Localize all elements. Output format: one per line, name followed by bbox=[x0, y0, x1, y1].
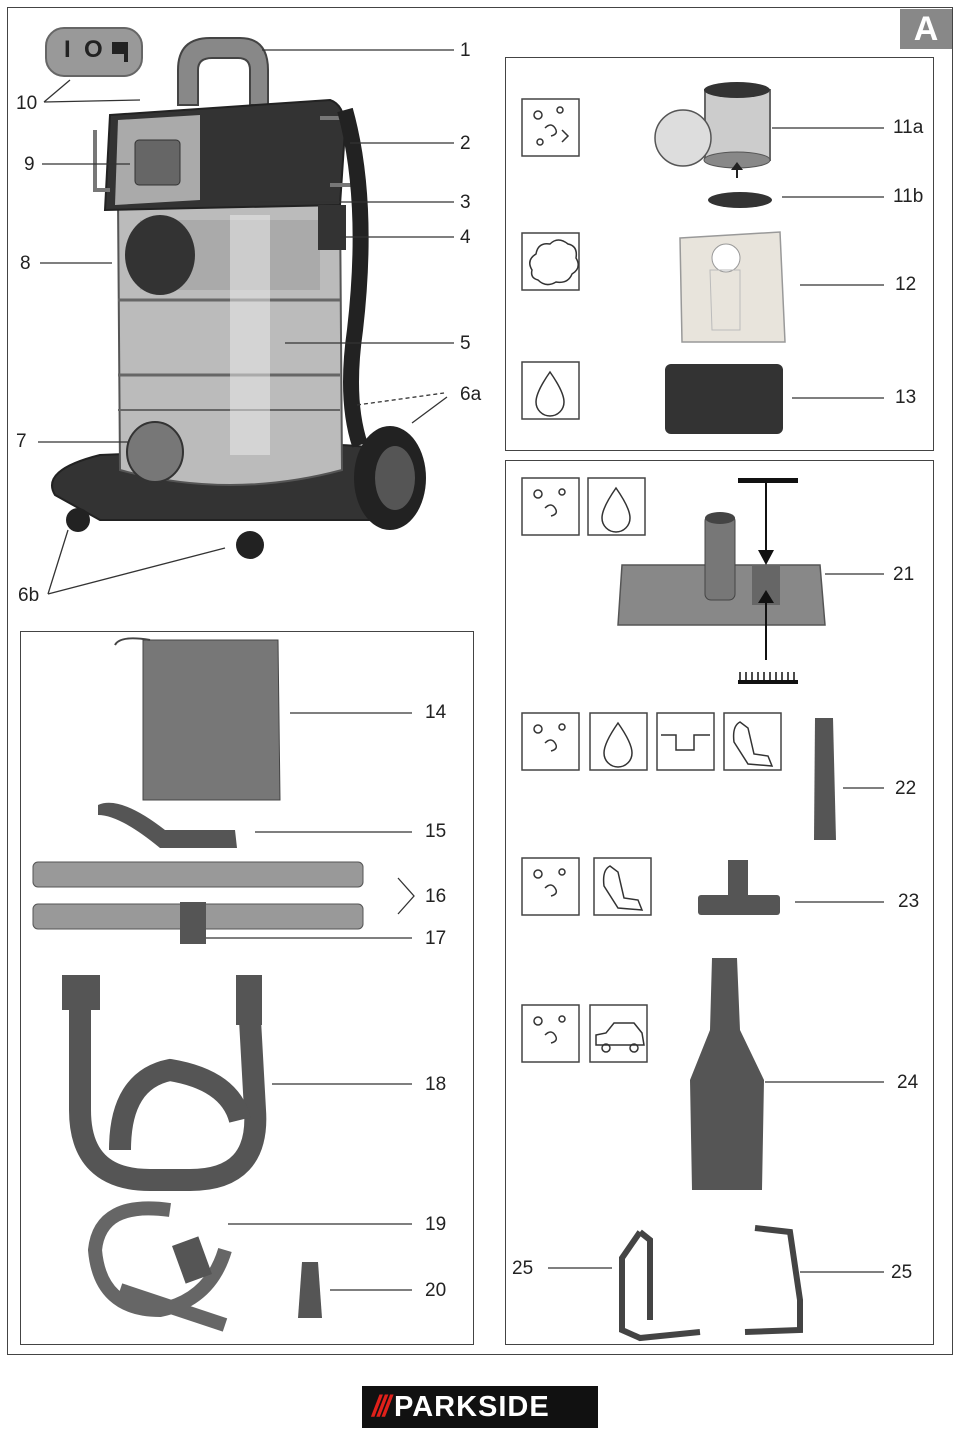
cable-clip-illustrations bbox=[619, 1225, 803, 1342]
foam-filter-illustration bbox=[665, 364, 783, 434]
switch-off-symbol: O bbox=[84, 36, 103, 63]
label-5: 5 bbox=[460, 333, 471, 354]
label-8: 8 bbox=[20, 253, 31, 274]
dry-debris-icon bbox=[533, 723, 566, 752]
cartridge-filter-illustration bbox=[654, 82, 772, 208]
label-2: 2 bbox=[460, 133, 471, 154]
dry-debris-icon bbox=[533, 106, 570, 146]
elbow-pipe-illustration bbox=[98, 802, 237, 848]
label-6a: 6a bbox=[460, 384, 482, 405]
storage-bag-illustration bbox=[114, 637, 281, 801]
label-9: 9 bbox=[24, 154, 35, 175]
label-7: 7 bbox=[16, 431, 27, 452]
outer-frame bbox=[7, 7, 953, 1355]
label-25-left: 25 bbox=[512, 1258, 534, 1279]
switch-icon bbox=[45, 27, 143, 77]
extension-tubes-illustration bbox=[32, 861, 364, 944]
car-nozzle-illustration bbox=[690, 958, 764, 1190]
label-14: 14 bbox=[425, 702, 447, 723]
switch-on-symbol: I bbox=[64, 36, 71, 63]
label-24: 24 bbox=[897, 1072, 919, 1093]
label-6b: 6b bbox=[18, 585, 40, 606]
nozzles-panel bbox=[505, 460, 934, 1345]
label-23: 23 bbox=[898, 891, 920, 912]
wet-hose-illustration bbox=[87, 1201, 232, 1332]
label-10: 10 bbox=[16, 93, 38, 114]
accessories-panel bbox=[20, 631, 474, 1345]
logo-stripes: /// bbox=[372, 1390, 391, 1423]
car-icon bbox=[595, 1022, 645, 1053]
label-15: 15 bbox=[425, 821, 447, 842]
car-seat-icon bbox=[602, 865, 644, 911]
label-22: 22 bbox=[895, 778, 917, 799]
label-20: 20 bbox=[425, 1280, 447, 1301]
label-25-right: 25 bbox=[891, 1262, 913, 1283]
label-12: 12 bbox=[895, 274, 917, 295]
filter-bag-illustration bbox=[679, 231, 786, 343]
label-21: 21 bbox=[893, 564, 915, 585]
dry-debris-icon bbox=[533, 1015, 566, 1044]
label-11b: 11b bbox=[893, 186, 924, 207]
stairs-icon bbox=[661, 734, 710, 751]
label-11a: 11a bbox=[893, 117, 924, 138]
label-17: 17 bbox=[425, 928, 447, 949]
label-3: 3 bbox=[460, 192, 471, 213]
water-drop-icon bbox=[601, 486, 631, 533]
car-seat-icon bbox=[732, 721, 774, 767]
logo-wordmark: PARKSIDE bbox=[394, 1390, 550, 1423]
label-18: 18 bbox=[425, 1074, 447, 1095]
vacuum-cleaner-illustration bbox=[51, 37, 426, 559]
water-drop-icon bbox=[535, 370, 565, 417]
water-drop-icon bbox=[603, 721, 633, 768]
adapter-illustration bbox=[298, 1262, 322, 1318]
dry-debris-icon bbox=[533, 488, 566, 517]
suction-hose-illustration bbox=[69, 990, 267, 1191]
label-19: 19 bbox=[425, 1214, 447, 1235]
page-badge: A bbox=[900, 9, 952, 49]
upholstery-nozzle-illustration bbox=[698, 860, 780, 915]
label-1: 1 bbox=[460, 40, 471, 61]
label-13: 13 bbox=[895, 387, 917, 408]
parkside-logo: /// PARKSIDE bbox=[362, 1386, 598, 1428]
label-4: 4 bbox=[460, 227, 471, 248]
dust-cloud-icon bbox=[529, 239, 579, 286]
floor-nozzle-illustration bbox=[617, 478, 826, 684]
crevice-nozzle-illustration bbox=[814, 718, 836, 840]
dry-debris-icon bbox=[533, 868, 566, 897]
label-16: 16 bbox=[425, 886, 447, 907]
filters-panel bbox=[505, 57, 934, 451]
